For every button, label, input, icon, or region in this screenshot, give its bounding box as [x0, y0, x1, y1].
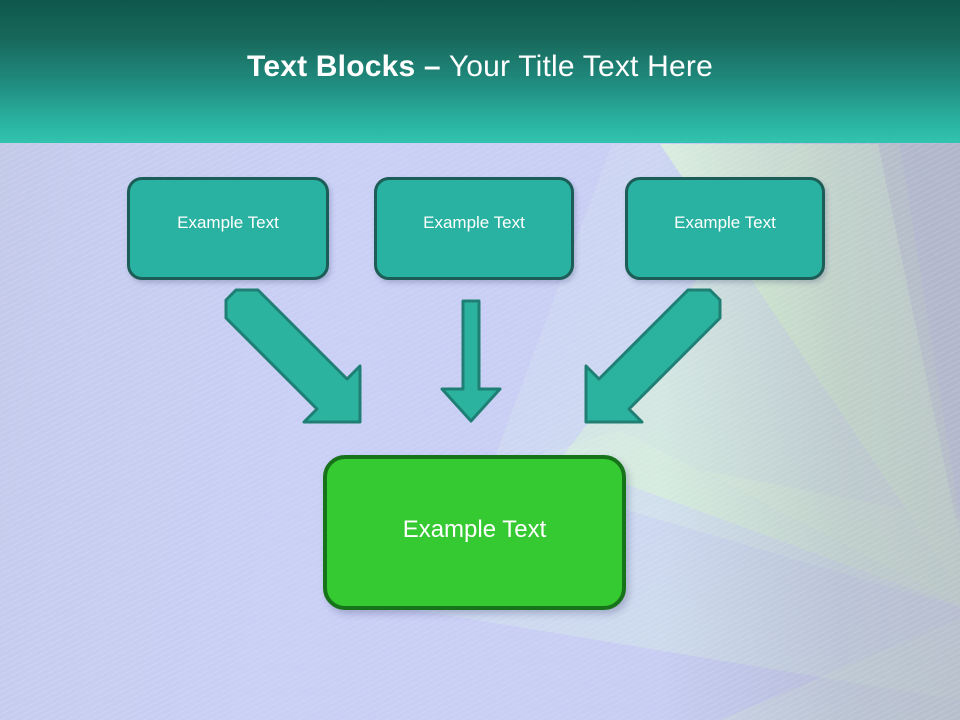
text-block-1[interactable]: Example Text [127, 177, 329, 280]
text-block-1-label: Example Text [177, 212, 279, 232]
text-block-result-label: Example Text [402, 515, 547, 543]
page-title: Text Blocks – Your Title Text Here [0, 50, 960, 84]
slide-header-band [0, 0, 960, 143]
text-block-2[interactable]: Example Text [374, 177, 574, 280]
text-block-3-label: Example Text [674, 212, 776, 232]
text-block-2-label: Example Text [423, 212, 525, 232]
page-title-strong: Text Blocks – [247, 50, 441, 83]
text-block-3[interactable]: Example Text [625, 177, 825, 280]
text-block-result[interactable]: Example Text [323, 455, 626, 610]
page-title-light: Your Title Text Here [448, 50, 713, 83]
